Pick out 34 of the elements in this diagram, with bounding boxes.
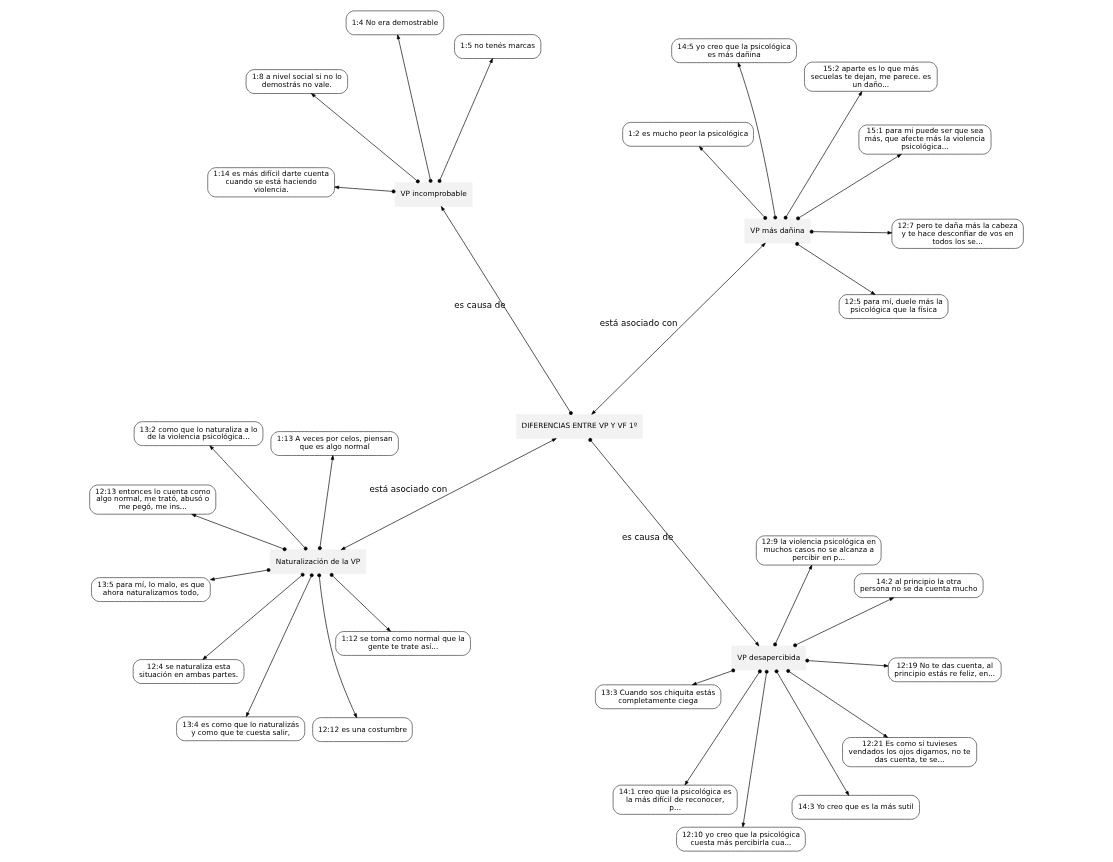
arrow — [329, 573, 391, 632]
arrow — [440, 206, 573, 415]
edge-label: está asociado con — [599, 318, 678, 329]
arrow — [783, 91, 863, 220]
arrow — [311, 93, 420, 184]
arrow — [741, 669, 769, 828]
arrow — [809, 229, 893, 235]
arrow — [796, 153, 902, 221]
arrow — [437, 58, 493, 183]
edge-label: es causa de — [454, 300, 506, 311]
arrow — [591, 242, 766, 415]
arrow — [793, 597, 895, 648]
arrow — [245, 573, 314, 717]
edge-label: está asociado con — [369, 483, 448, 494]
arrow — [317, 573, 358, 718]
arrow — [334, 185, 396, 194]
arrow — [210, 568, 271, 581]
arrow — [774, 669, 850, 796]
arrow — [396, 34, 433, 183]
arrow — [191, 513, 287, 552]
arrow — [209, 445, 308, 551]
arrow — [340, 438, 557, 551]
arrow — [786, 669, 888, 738]
arrow — [805, 658, 889, 668]
edge-label: es causa de — [621, 532, 674, 543]
arrow — [691, 668, 736, 686]
arrow — [773, 564, 813, 647]
arrow — [588, 438, 760, 647]
arrow — [317, 455, 335, 551]
arrow — [202, 572, 305, 660]
arrow — [737, 62, 778, 220]
arrow — [684, 669, 762, 786]
arrow — [699, 146, 768, 220]
arrow — [795, 242, 876, 295]
